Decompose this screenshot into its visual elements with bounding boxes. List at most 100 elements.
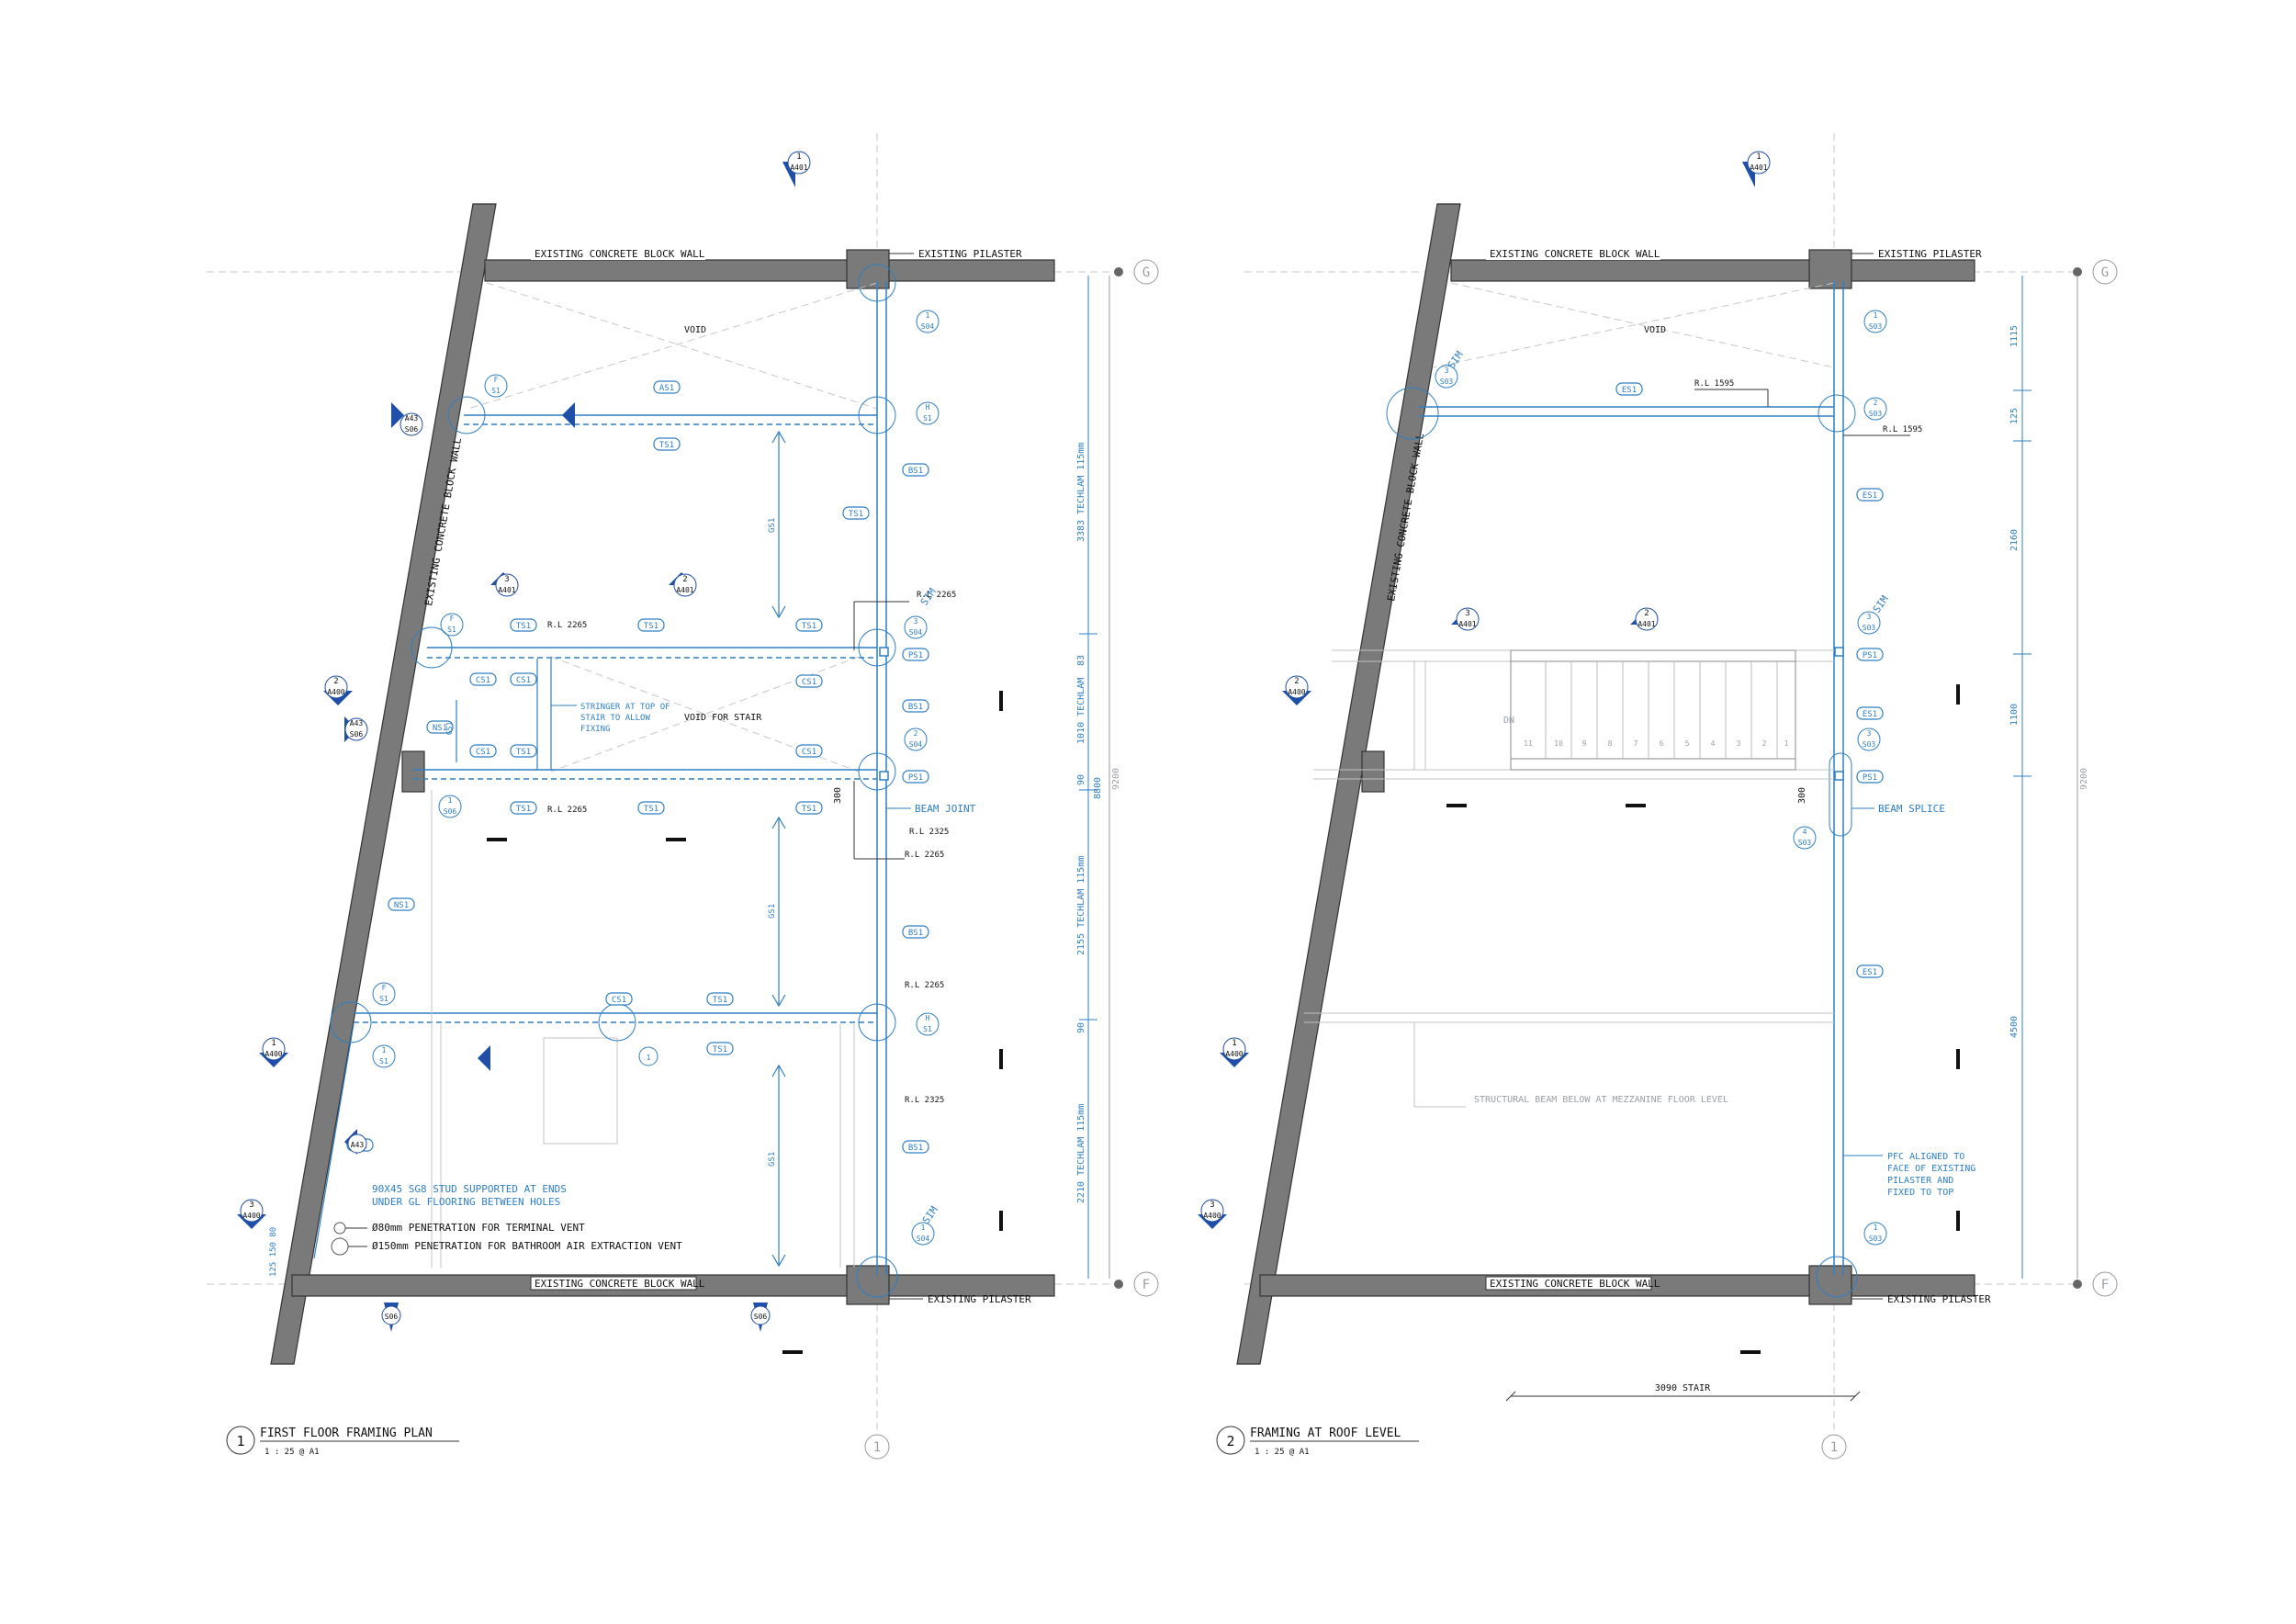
svg-text:SIM: SIM — [1871, 593, 1891, 615]
svg-text:S04: S04 — [917, 1235, 930, 1243]
svg-text:1: 1 — [1756, 152, 1761, 162]
label-void-2: VOID — [1644, 325, 1666, 335]
label-pilaster-bottom-2: EXISTING PILASTER — [1887, 1293, 1991, 1305]
svg-text:1: 1 — [796, 152, 801, 162]
svg-text:TS1: TS1 — [713, 996, 727, 1005]
svg-text:S04: S04 — [909, 628, 923, 637]
svg-text:4: 4 — [1803, 828, 1807, 836]
svg-text:TS1: TS1 — [802, 805, 816, 814]
svg-text:11: 11 — [1524, 739, 1533, 748]
svg-text:3: 3 — [1867, 729, 1872, 738]
svg-text:A401: A401 — [790, 164, 807, 172]
note-struct-beam-2: STRUCTURAL BEAM BELOW AT MEZZANINE FLOOR… — [1474, 1095, 1728, 1105]
svg-text:GS1: GS1 — [445, 721, 454, 735]
svg-text:3: 3 — [1445, 367, 1449, 375]
pilaster-bottom-2 — [1808, 1265, 1852, 1305]
svg-text:3: 3 — [1210, 1201, 1214, 1210]
svg-text:83: 83 — [1076, 655, 1086, 666]
svg-text:1100: 1100 — [2009, 704, 2020, 726]
span-arrows-1: GS1 GS1 GS1 GS1 — [445, 430, 786, 1268]
svg-text:TS1: TS1 — [713, 1045, 727, 1054]
svg-text:A400: A400 — [327, 688, 344, 696]
svg-text:F: F — [494, 376, 499, 384]
grid-bubble-f-2: F — [2073, 1271, 2118, 1297]
svg-text:1010 TECHLAM: 1010 TECHLAM — [1076, 678, 1086, 744]
svg-text:S03: S03 — [1863, 624, 1876, 632]
svg-text:1: 1 — [1874, 1224, 1878, 1232]
grid-bubble-1-2: 1 — [1821, 1434, 1847, 1460]
svg-text:2: 2 — [1644, 609, 1649, 618]
svg-text:3: 3 — [504, 575, 509, 584]
svg-text:125: 125 — [2009, 408, 2020, 424]
label-void-1: VOID — [684, 325, 706, 335]
svg-text:4: 4 — [1711, 739, 1716, 748]
svg-text:S04: S04 — [909, 740, 923, 749]
svg-text:A400: A400 — [264, 1050, 282, 1058]
svg-text:PS1: PS1 — [908, 651, 923, 660]
plan-title-1: FIRST FLOOR FRAMING PLAN — [260, 1427, 433, 1440]
note-pfc-1: PFC ALIGNED TO — [1887, 1152, 1964, 1162]
svg-text:3: 3 — [1465, 609, 1469, 618]
svg-text:R.L 2265: R.L 2265 — [547, 621, 587, 630]
svg-text:R.L 2265: R.L 2265 — [905, 851, 944, 860]
dim-stair-2: 3090 STAIR — [1655, 1383, 1711, 1393]
note-pfc-4: FIXED TO TOP — [1887, 1188, 1953, 1198]
svg-text:A43: A43 — [405, 414, 419, 423]
svg-text:A400: A400 — [242, 1212, 260, 1220]
svg-text:A401: A401 — [1458, 620, 1476, 628]
svg-text:S1: S1 — [923, 1025, 932, 1033]
svg-text:A43: A43 — [350, 719, 364, 727]
svg-text:S03: S03 — [1869, 322, 1883, 331]
svg-text:G: G — [2101, 265, 2109, 280]
svg-text:3: 3 — [1867, 613, 1872, 621]
svg-text:NS1: NS1 — [394, 901, 409, 910]
label-pilaster-top-1: EXISTING PILASTER — [918, 248, 1022, 260]
svg-text:ES1: ES1 — [1622, 386, 1637, 395]
svg-text:9200: 9200 — [1111, 768, 1121, 790]
svg-text:R.L 2325: R.L 2325 — [905, 1096, 944, 1105]
svg-text:TS1: TS1 — [516, 748, 531, 757]
svg-text:GS1: GS1 — [768, 518, 777, 533]
svg-text:S03: S03 — [1869, 410, 1883, 418]
svg-text:F: F — [2101, 1278, 2109, 1292]
svg-text:R.L 2265: R.L 2265 — [547, 806, 587, 815]
plan-scale-1: 1 : 25 @ A1 — [264, 1448, 320, 1457]
level-rl1-2: R.L 1595 — [1694, 379, 1734, 389]
svg-text:BS1: BS1 — [908, 1144, 923, 1153]
grid-bubble-g-1: G — [1114, 259, 1159, 285]
svg-text:2: 2 — [914, 729, 918, 738]
member-tags-2: ES1 ES1 PS1 ES1 PS1 ES1 — [1615, 382, 1884, 978]
svg-text:2160: 2160 — [2009, 529, 2020, 551]
dims-2: 1115 125 2160 1100 4500 9200 300 — [1797, 276, 2089, 1279]
grid-bubble-1-1: 1 — [864, 1434, 890, 1460]
svg-text:GS1: GS1 — [768, 1152, 777, 1167]
svg-text:S1: S1 — [379, 1057, 388, 1066]
svg-text:A400: A400 — [1225, 1050, 1243, 1058]
svg-text:ES1: ES1 — [1863, 491, 1877, 501]
svg-text:A401: A401 — [498, 586, 515, 594]
svg-text:300: 300 — [833, 787, 843, 804]
label-void-stair-1: VOID FOR STAIR — [684, 713, 762, 723]
svg-text:TS1: TS1 — [659, 441, 674, 450]
beams-first-floor — [313, 281, 887, 1275]
plan-number-2: 2 — [1226, 1433, 1234, 1449]
svg-text:CS1: CS1 — [802, 678, 816, 687]
svg-text:CS1: CS1 — [802, 748, 816, 757]
svg-text:3: 3 — [914, 617, 918, 626]
svg-text:S03: S03 — [1440, 378, 1454, 386]
svg-text:S03: S03 — [1869, 1235, 1883, 1243]
svg-text:S06: S06 — [405, 425, 419, 434]
note-pen-150: Ø150mm PENETRATION FOR BATHROOM AIR EXTR… — [372, 1240, 682, 1252]
wall-left-2 — [1236, 203, 1461, 1365]
svg-text:6: 6 — [1660, 739, 1664, 748]
svg-text:3: 3 — [1737, 739, 1741, 748]
level-rl2-2: R.L 1595 — [1883, 425, 1922, 434]
svg-text:S03: S03 — [1798, 839, 1812, 847]
svg-text:PS1: PS1 — [1863, 651, 1877, 660]
svg-text:H: H — [926, 1014, 930, 1022]
label-pilaster-bottom-1: EXISTING PILASTER — [928, 1293, 1031, 1305]
svg-text:7: 7 — [1634, 739, 1638, 748]
svg-text:5: 5 — [1685, 739, 1690, 748]
note-stringer-1: STRINGER AT TOP OF — [580, 703, 670, 712]
svg-text:3383 TECHLAM 115mm: 3383 TECHLAM 115mm — [1076, 443, 1086, 542]
